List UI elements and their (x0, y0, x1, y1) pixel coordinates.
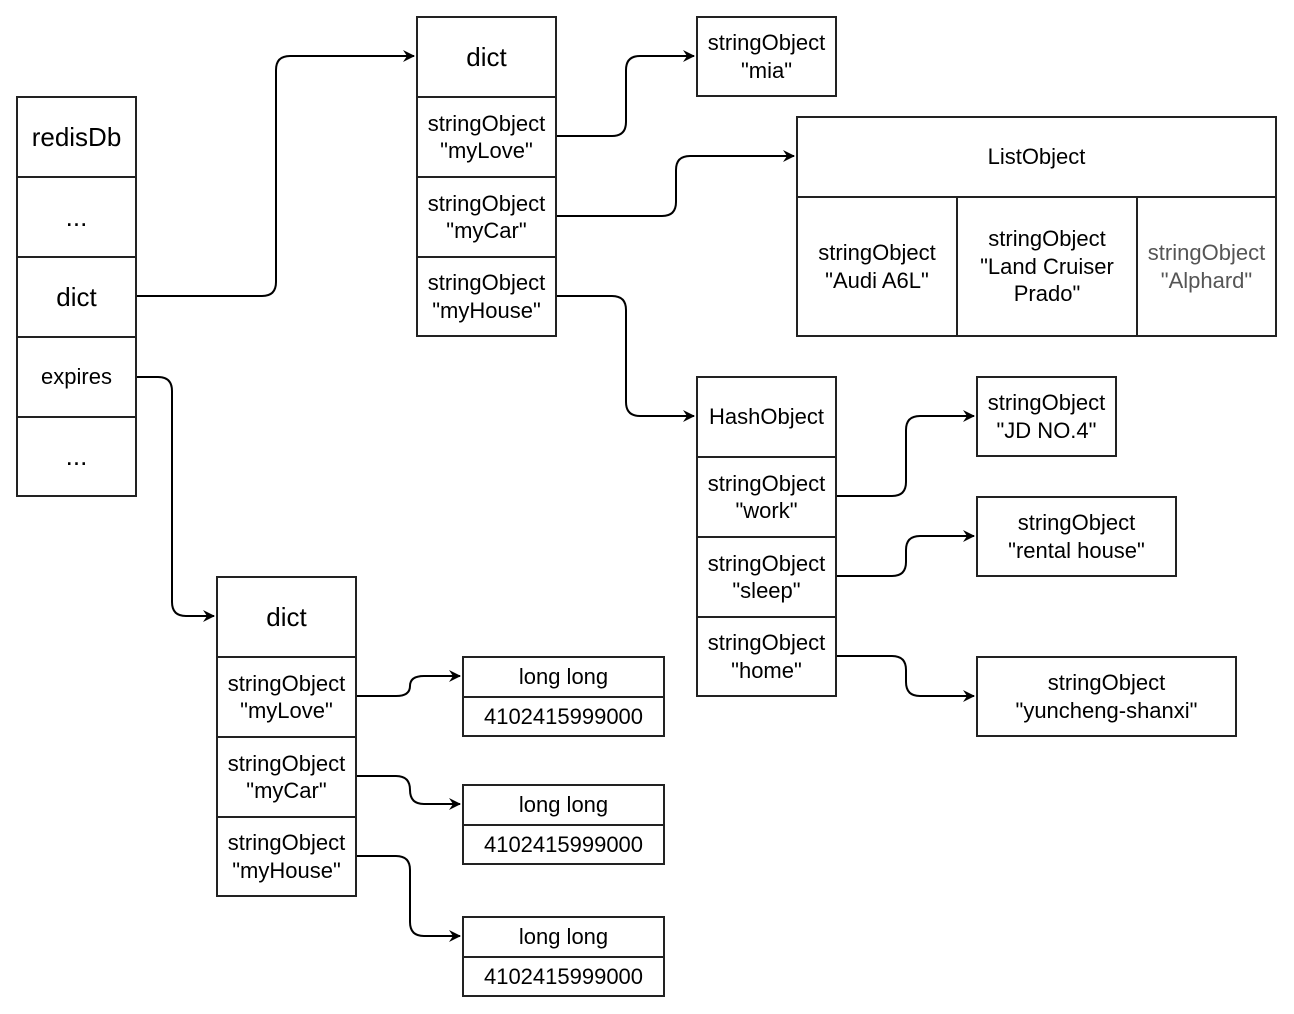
expire-type: long long (462, 784, 665, 826)
redisdb-row-expires[interactable]: expires (16, 336, 137, 418)
expires-key-mylove[interactable]: stringObject "myLove" (216, 656, 357, 738)
expires-dict-title: dict (216, 576, 357, 658)
expire-type: long long (462, 916, 665, 958)
hash-object-title: HashObject (696, 376, 837, 458)
expire-type: long long (462, 656, 665, 698)
list-item-alphard[interactable]: stringObject "Alphard" (1136, 196, 1277, 337)
list-object-title: ListObject (796, 116, 1277, 198)
hash-value-sleep[interactable]: stringObject "rental house" (976, 496, 1177, 577)
main-dict-key-myhouse[interactable]: stringObject "myHouse" (416, 256, 557, 337)
main-dict-title: dict (416, 16, 557, 98)
edge-home-value (837, 655, 975, 702)
list-item-land-cruiser[interactable]: stringObject "Land Cruiser Prado" (956, 196, 1138, 337)
hash-value-work[interactable]: stringObject "JD NO.4" (976, 376, 1117, 457)
edge-work-value (837, 410, 975, 497)
edge-exp-myhouse (357, 855, 461, 942)
edge-redisdb-dict (137, 50, 415, 297)
edge-mylove-mia (557, 50, 695, 137)
value-mia[interactable]: stringObject "mia" (696, 16, 837, 97)
hash-key-sleep[interactable]: stringObject "sleep" (696, 536, 837, 618)
main-dict-key-mylove[interactable]: stringObject "myLove" (416, 96, 557, 178)
expire-timestamp[interactable]: 4102415999000 (462, 824, 665, 865)
redisdb-row-ellipsis-2: ... (16, 416, 137, 497)
hash-value-home[interactable]: stringObject "yuncheng-shanxi" (976, 656, 1237, 737)
edge-sleep-value (837, 530, 975, 577)
redisdb-row-dict[interactable]: dict (16, 256, 137, 338)
hash-key-work[interactable]: stringObject "work" (696, 456, 837, 538)
list-item-audi[interactable]: stringObject "Audi A6L" (796, 196, 958, 337)
redisdb-row-ellipsis-1: ... (16, 176, 137, 258)
hash-key-home[interactable]: stringObject "home" (696, 616, 837, 697)
main-dict-key-mycar[interactable]: stringObject "myCar" (416, 176, 557, 258)
expire-timestamp[interactable]: 4102415999000 (462, 696, 665, 737)
expires-key-myhouse[interactable]: stringObject "myHouse" (216, 816, 357, 897)
expires-key-mycar[interactable]: stringObject "myCar" (216, 736, 357, 818)
edge-mycar-list (557, 150, 795, 217)
redisdb-title: redisDb (16, 96, 137, 178)
expire-timestamp[interactable]: 4102415999000 (462, 956, 665, 997)
edge-myhouse-hash (557, 295, 695, 422)
edge-exp-mylove (357, 670, 461, 697)
edge-exp-mycar (357, 775, 461, 810)
edge-redisdb-expires (137, 376, 215, 622)
